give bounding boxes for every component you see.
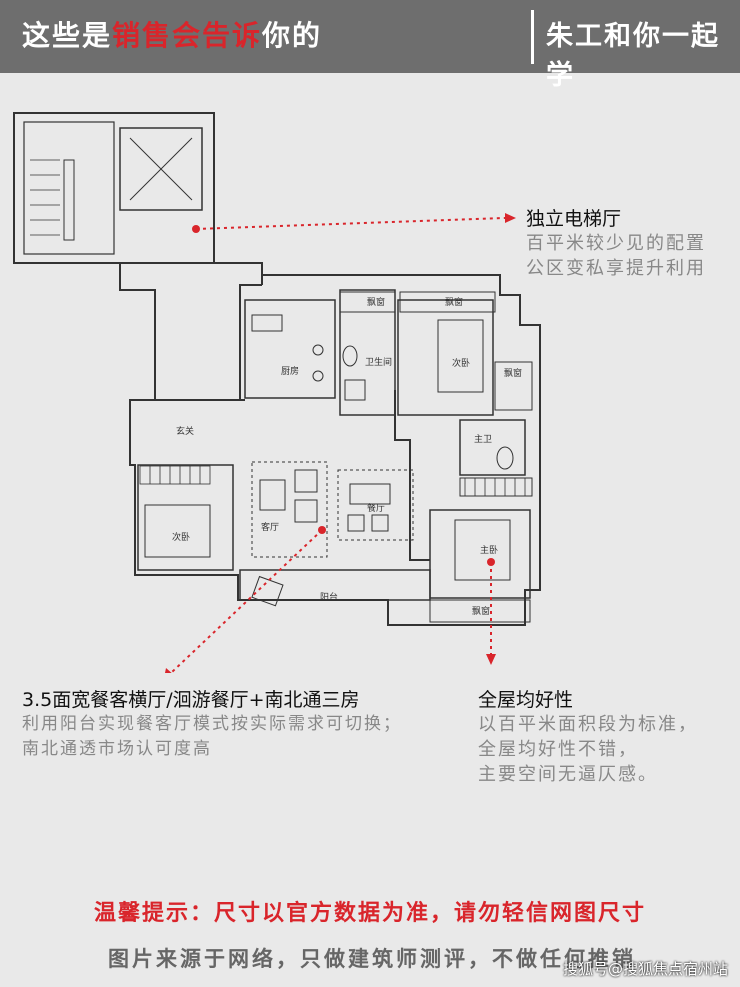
room-label-bay2: 飘窗 — [445, 296, 463, 308]
room-label-balcony: 阳台 — [320, 591, 338, 603]
callout-hall-title: 3.5面宽餐客横厅/洄游餐厅+南北通三房 — [22, 689, 360, 711]
marker-elevator — [192, 225, 200, 233]
callout-house-line3: 主要空间无逼仄感。 — [478, 764, 658, 785]
room-label-bay1: 飘窗 — [367, 296, 385, 308]
footer-tip: 温馨提示：尺寸以官方数据为准，请勿轻信网图尺寸 — [93, 901, 646, 926]
callout-house-line1: 以百平米面积段为标准， — [478, 714, 698, 735]
room-label-dining: 餐厅 — [367, 502, 385, 514]
callout-house-line2: 全屋均好性不错， — [478, 739, 638, 760]
arrow-hall-icon — [165, 668, 172, 673]
header-highlight: 销售会告诉 — [112, 19, 263, 52]
watermark: 搜狐号@搜狐焦点宿州站 — [562, 960, 728, 978]
room-label-bedroom-w: 次卧 — [172, 531, 190, 543]
callout-house: 全屋均好性 以百平米面积段为标准， 全屋均好性不错， 主要空间无逼仄感。 — [478, 685, 698, 787]
header-left-title: 这些是销售会告诉你的 — [22, 19, 323, 52]
header-right-title: 朱工和你一起学 — [546, 21, 720, 91]
room-label-master: 主卧 — [480, 544, 498, 556]
callout-house-title: 全屋均好性 — [478, 689, 574, 711]
callout-elevator-title: 独立电梯厅 — [526, 208, 622, 230]
floor-plan: 飘窗 飘窗 飘窗 飘窗 卫生间 厨房 次卧 主卫 玄关 次卧 客厅 餐厅 主卧 … — [13, 112, 541, 673]
room-label-living: 客厅 — [261, 521, 279, 533]
room-label-bay3: 飘窗 — [504, 367, 522, 379]
callout-hall-line2: 南北通透市场认可度高 — [22, 739, 212, 759]
room-label-foyer: 玄关 — [176, 425, 194, 437]
footer-note: 图片来源于网络，只做建筑师测评，不做任何推销 — [108, 947, 636, 971]
arrow-house-icon — [486, 654, 496, 665]
callout-hall: 3.5面宽餐客横厅/洄游餐厅+南北通三房 利用阳台实现餐客厅模式按实际需求可切换… — [22, 685, 402, 762]
room-label-master-bath: 主卫 — [474, 433, 492, 445]
room-label-kitchen: 厨房 — [281, 365, 299, 377]
elevator — [119, 127, 203, 211]
arrow-elevator-icon — [505, 213, 516, 223]
header-divider — [531, 10, 534, 64]
room-label-bay4: 飘窗 — [472, 605, 490, 617]
callout-hall-line1: 利用阳台实现餐客厅模式按实际需求可切换； — [22, 714, 402, 734]
room-label-bathroom: 卫生间 — [365, 356, 392, 368]
callout-elevator-line1: 百平米较少见的配置 — [526, 233, 706, 254]
marker-hall — [318, 526, 326, 534]
leader-elevator — [195, 217, 506, 230]
header-banner: 这些是销售会告诉你的 朱工和你一起学 — [0, 0, 740, 91]
kitchen-box — [244, 299, 336, 399]
callout-elevator-line2: 公区变私享提升利用 — [526, 258, 706, 279]
marker-house — [487, 558, 495, 566]
stair-core — [13, 112, 215, 264]
room-label-bedroom-ne: 次卧 — [452, 357, 470, 369]
callout-elevator: 独立电梯厅 百平米较少见的配置 公区变私享提升利用 — [526, 204, 706, 281]
